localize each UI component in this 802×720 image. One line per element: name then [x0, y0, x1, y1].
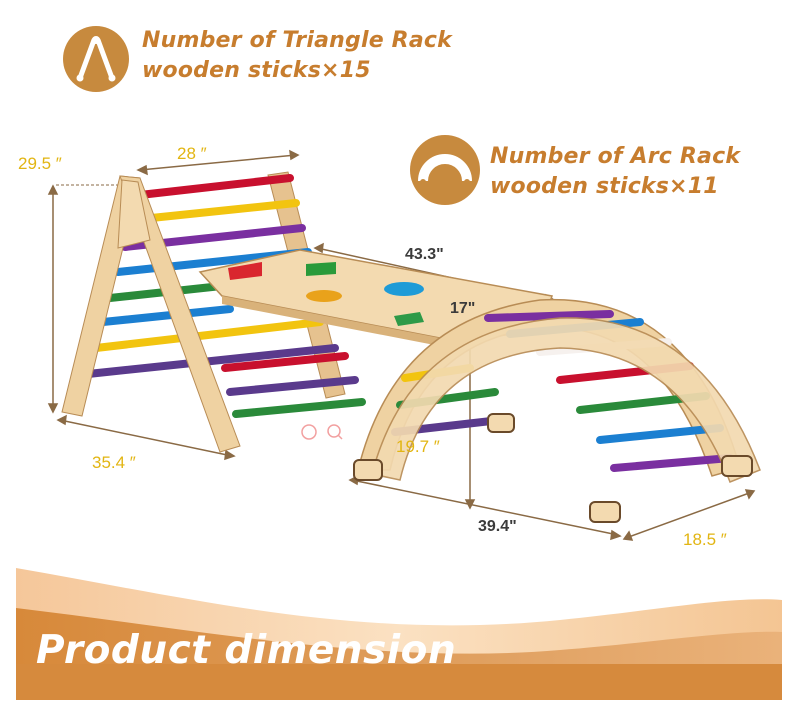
dim-arc-height: 19.7 ″: [396, 437, 440, 456]
arc-icon: [410, 135, 480, 205]
arc-title-line2: wooden sticks×11: [490, 174, 719, 199]
stick-pair-icon: [63, 26, 129, 92]
arc-sticks-title: Number of Arc Rack wooden sticks×11: [490, 142, 740, 202]
triangle-sticks-title: Number of Triangle Rack wooden sticks×15: [142, 26, 452, 86]
dim-triangle-depth: 35.4 ″: [92, 453, 136, 472]
dim-triangle-top: 28 ″: [177, 144, 207, 163]
dim-ramp-length: 43.3": [405, 246, 444, 263]
watermark-icon: [300, 423, 356, 441]
dim-arc-length: 39.4": [478, 518, 517, 535]
triangle-title-line1: Number of Triangle Rack: [142, 28, 452, 53]
footer-title: Product dimension: [36, 628, 457, 673]
triangle-title-line2: wooden sticks×15: [142, 58, 371, 83]
dim-ramp-width: 17": [450, 300, 476, 317]
dim-arc-depth: 18.5 ″: [683, 530, 727, 549]
arc-title-line1: Number of Arc Rack: [490, 144, 741, 169]
dim-triangle-height: 29.5 ″: [18, 154, 62, 173]
